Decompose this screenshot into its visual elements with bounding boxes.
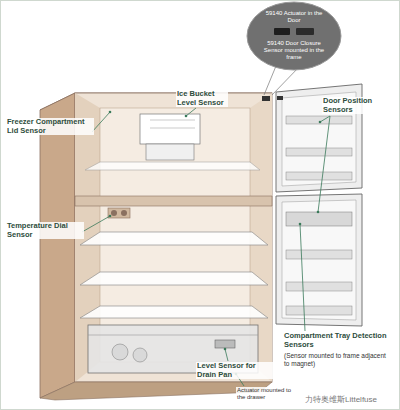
callout-text: 59140 Door Closure Sensor mounted in the… <box>262 40 326 61</box>
sensor-label: Compartment Tray Detection Sensors <box>283 332 395 349</box>
actuator-symbol <box>274 28 290 35</box>
sensor-label: Temperature Dial Sensor <box>6 222 84 239</box>
sensor-label: Ice Bucket Level Sensor <box>176 90 228 107</box>
sensor-label: Level Sensor for Drain Pan <box>196 362 274 379</box>
note-label: Actuator mounted to the drawer <box>236 387 300 401</box>
callout-content: 59140 Actuator in the Door 59140 Door Clo… <box>246 1 342 67</box>
sensor-label: Freezer Compartment Lid Sensor <box>6 118 94 135</box>
note-label: (Sensor mounted to frame adjacent to mag… <box>283 352 390 367</box>
sensor-symbol <box>296 28 314 35</box>
callout-circle: 59140 Actuator in the Door 59140 Door Clo… <box>246 1 342 71</box>
callout-outline <box>247 2 341 70</box>
sensor-label: Door Position Sensors <box>322 97 382 114</box>
callout-text: 59140 Actuator in the Door <box>262 10 326 24</box>
watermark: 力特奥维斯Littelfuse <box>304 395 398 404</box>
